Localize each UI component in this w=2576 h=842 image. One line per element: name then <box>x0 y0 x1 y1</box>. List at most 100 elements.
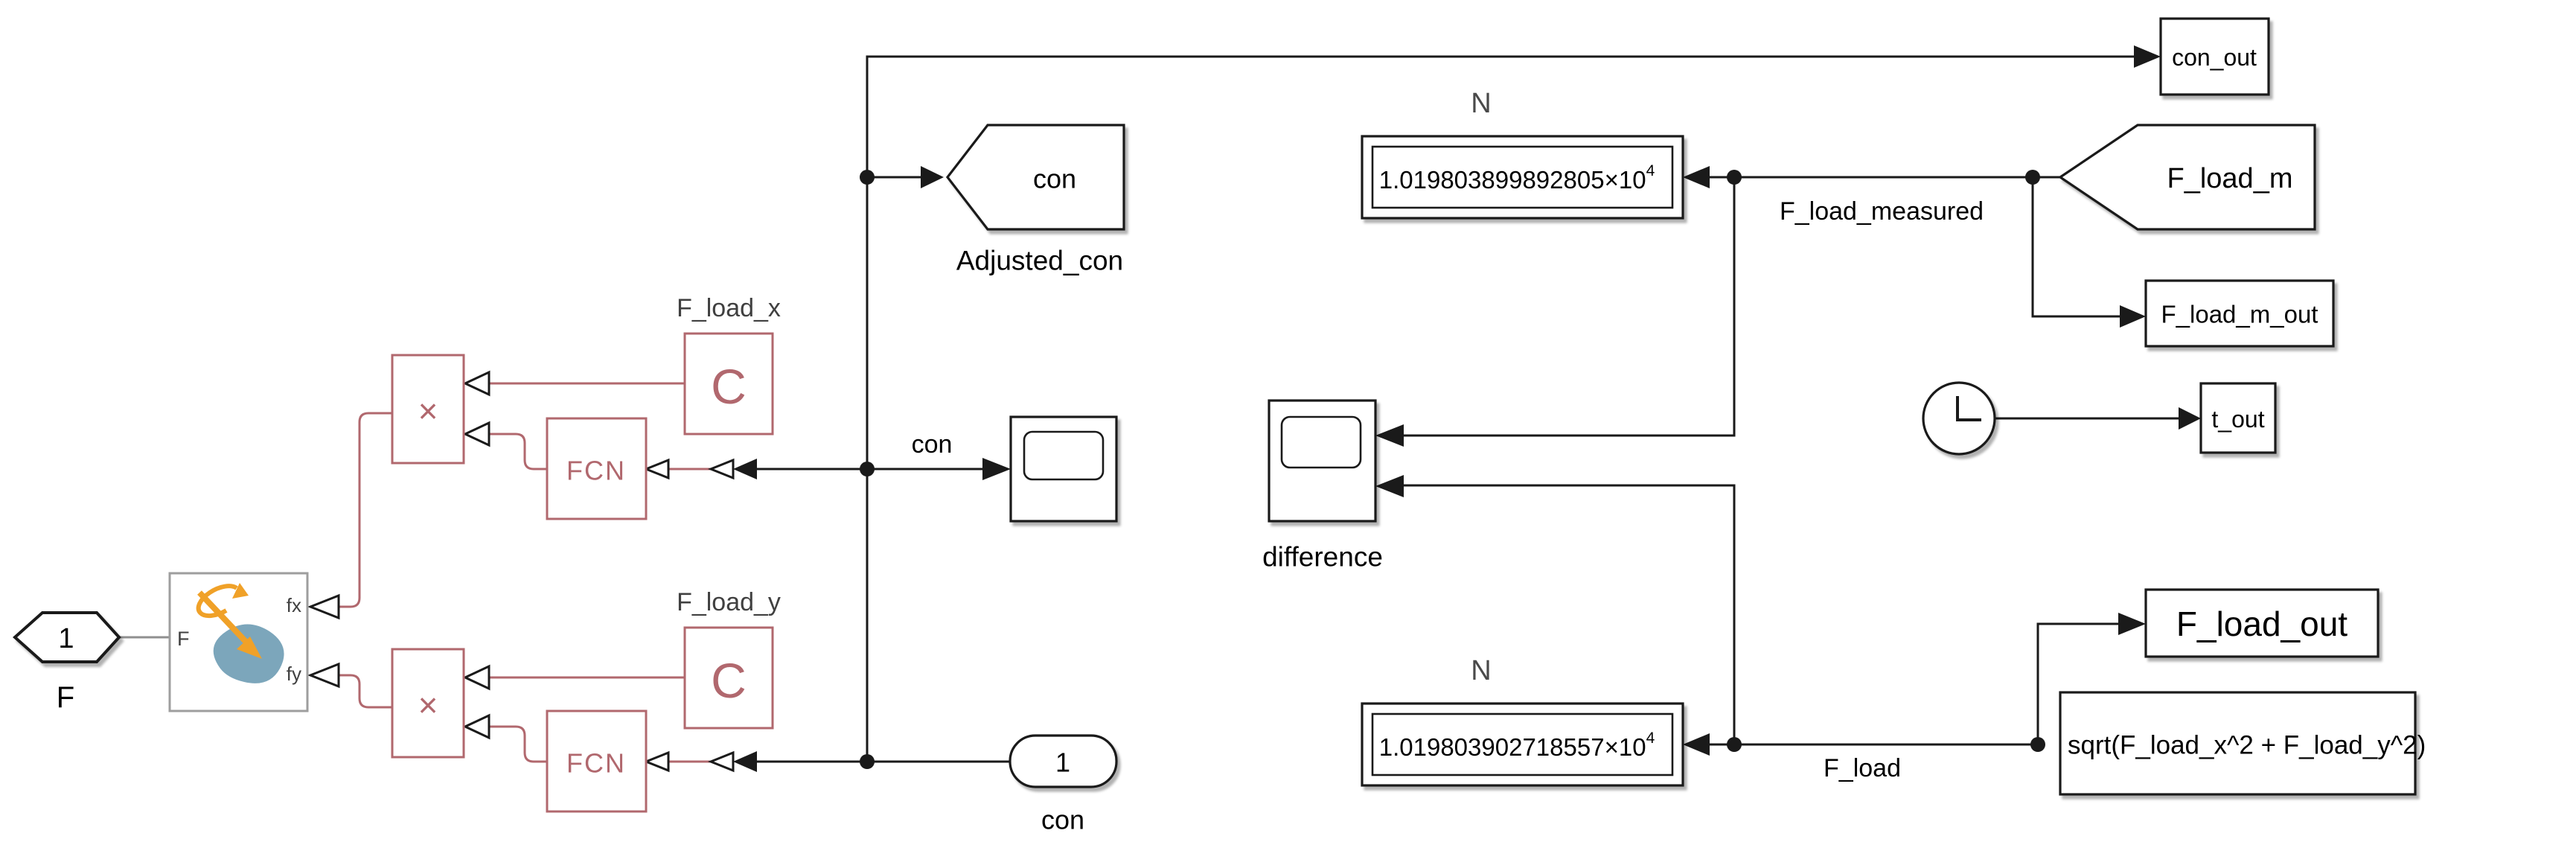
port-arrow-plant-fx <box>307 593 340 620</box>
product-bottom-symbol: × <box>418 686 438 724</box>
wires <box>119 55 2179 763</box>
wire-fcn-bottom-to-product[interactable] <box>489 725 547 763</box>
inport-F-shape[interactable] <box>12 611 121 663</box>
force-arrow-icon <box>197 590 252 648</box>
plant-port-fx-label: fx <box>287 594 301 616</box>
sqrt-fcn-block[interactable]: sqrt(F_load_x^2 + F_load_y^2) <box>2059 691 2426 796</box>
goto-con-tag: con <box>1033 164 1076 194</box>
arrowhead-con-mid-top <box>733 459 757 479</box>
fcn-bottom-block[interactable]: FCN <box>546 709 648 813</box>
from-f-load-m-shape[interactable] <box>2058 124 2316 231</box>
signal-label-f-load-measured: F_load_measured <box>1780 197 1984 226</box>
rotation-arc-icon <box>196 584 238 619</box>
outport-f-load-out-block[interactable]: F_load_out <box>2144 588 2380 658</box>
inport-con-shape[interactable] <box>1009 734 1118 788</box>
arrowhead-con-out <box>2134 45 2161 68</box>
constant-y-glyph: C <box>711 653 747 708</box>
sqrt-fcn-shape[interactable] <box>2059 691 2417 796</box>
display-load-block[interactable]: 1.019803902718557×104 N <box>1361 655 1684 787</box>
wire-branch-f-load-m-out[interactable] <box>2031 177 2120 318</box>
difference-scope-shape[interactable] <box>1268 399 1377 523</box>
display-measured-inner <box>1371 145 1674 209</box>
con-out-shape[interactable] <box>2159 17 2270 96</box>
display-load-outer[interactable] <box>1361 702 1684 787</box>
constant-f-load-x-block[interactable]: C F_load_x <box>677 294 781 436</box>
arrowheads <box>733 45 2201 772</box>
constant-x-name: F_load_x <box>677 294 781 322</box>
f-load-m-out-label: F_load_m_out <box>2161 301 2318 328</box>
wire-load-to-scope[interactable] <box>1404 484 1736 744</box>
inport-con-label: con <box>1041 805 1084 835</box>
inport-F-label: F <box>57 681 74 714</box>
conversion-arrow-top <box>707 458 735 480</box>
difference-scope-block[interactable]: difference <box>1262 399 1383 573</box>
outport-con-out-block[interactable]: con_out <box>2159 17 2270 96</box>
product-top-shape[interactable] <box>391 354 465 465</box>
con-scope-shape[interactable] <box>1009 415 1118 523</box>
goto-con-block[interactable]: con Adjusted_con <box>945 124 1125 276</box>
arrowhead-con-scope <box>982 458 1011 480</box>
junction-dot <box>2030 737 2045 752</box>
display-measured-outer[interactable] <box>1361 135 1684 220</box>
arrowhead-diff-scope-1 <box>1375 424 1404 447</box>
port-arrow-product1-in2 <box>462 421 490 447</box>
product-bottom-block[interactable]: × <box>391 648 465 759</box>
plant-block[interactable]: F fx fy <box>168 572 309 712</box>
display-load-unit: N <box>1471 655 1491 686</box>
constant-y-name: F_load_y <box>677 588 781 616</box>
constant-y-shape[interactable] <box>683 626 774 730</box>
fcn-top-shape[interactable] <box>546 417 648 520</box>
wire-fcn-top-to-product[interactable] <box>489 433 547 471</box>
outport-t-out-block[interactable]: t_out <box>2199 382 2277 454</box>
junction-dot <box>1727 737 1742 752</box>
display-load-inner <box>1371 712 1674 776</box>
fcn-top-block[interactable]: FCN <box>546 417 648 520</box>
con-out-label: con_out <box>2172 44 2257 71</box>
goto-con-shape[interactable] <box>945 124 1125 231</box>
product-top-block[interactable]: × <box>391 354 465 465</box>
junction-dot <box>860 170 875 185</box>
wire-branch-f-load-out[interactable] <box>2036 622 2118 744</box>
scope-screen-icon <box>1280 415 1362 469</box>
con-scope-block[interactable] <box>1009 415 1118 523</box>
fcn-bottom-shape[interactable] <box>546 709 648 813</box>
signal-label-f-load: F_load <box>1824 754 1901 782</box>
f-load-out-label: F_load_out <box>2176 605 2348 643</box>
signal-label-con: con <box>912 430 953 459</box>
wire-product-to-fy[interactable] <box>339 674 392 709</box>
display-load-times: ×10 <box>1605 733 1646 761</box>
clock-hands-icon <box>1956 396 1981 421</box>
clock-block[interactable] <box>1922 381 1996 456</box>
sqrt-fcn-expression: sqrt(F_load_x^2 + F_load_y^2) <box>2068 731 2426 760</box>
port-arrow-product2-in2 <box>462 713 490 740</box>
from-f-load-m-block[interactable]: F_load_m <box>2058 124 2316 231</box>
inport-con-block[interactable]: 1 con <box>1009 734 1118 835</box>
plant-port-F-label: F <box>177 628 190 650</box>
constant-f-load-y-block[interactable]: C F_load_y <box>677 588 781 730</box>
junction-dot <box>860 754 875 769</box>
outport-f-load-m-out-block[interactable]: F_load_m_out <box>2144 279 2335 348</box>
display-measured-block[interactable]: 1.019803899892805×104 N <box>1361 88 1684 220</box>
f-load-out-shape[interactable] <box>2144 588 2380 658</box>
inport-F-block[interactable]: 1 F <box>12 611 121 714</box>
f-load-m-out-shape[interactable] <box>2144 279 2335 348</box>
product-bottom-shape[interactable] <box>391 648 465 759</box>
conversion-arrow-bottom <box>707 750 735 773</box>
wire-product-to-fx[interactable] <box>339 412 392 608</box>
arrowhead-t-out <box>2179 407 2201 430</box>
port-arrow-product1-in1 <box>462 370 490 397</box>
inport-con-number: 1 <box>1055 747 1070 778</box>
wire-con-trunk[interactable] <box>866 55 2134 762</box>
t-out-shape[interactable] <box>2199 382 2277 454</box>
display-measured-times: ×10 <box>1605 166 1646 194</box>
arrowhead-diff-scope-2 <box>1375 475 1404 497</box>
display-load-mantissa: 1.019803902718557 <box>1379 733 1605 761</box>
arrowhead-goto-con <box>921 166 944 188</box>
plant-port-fy-label: fy <box>287 663 301 685</box>
junction-dot <box>2025 170 2040 185</box>
product-top-symbol: × <box>418 392 438 430</box>
wire-measured-to-scope[interactable] <box>1404 177 1736 437</box>
constant-x-shape[interactable] <box>683 332 774 436</box>
fcn-bottom-label: FCN <box>566 748 626 779</box>
